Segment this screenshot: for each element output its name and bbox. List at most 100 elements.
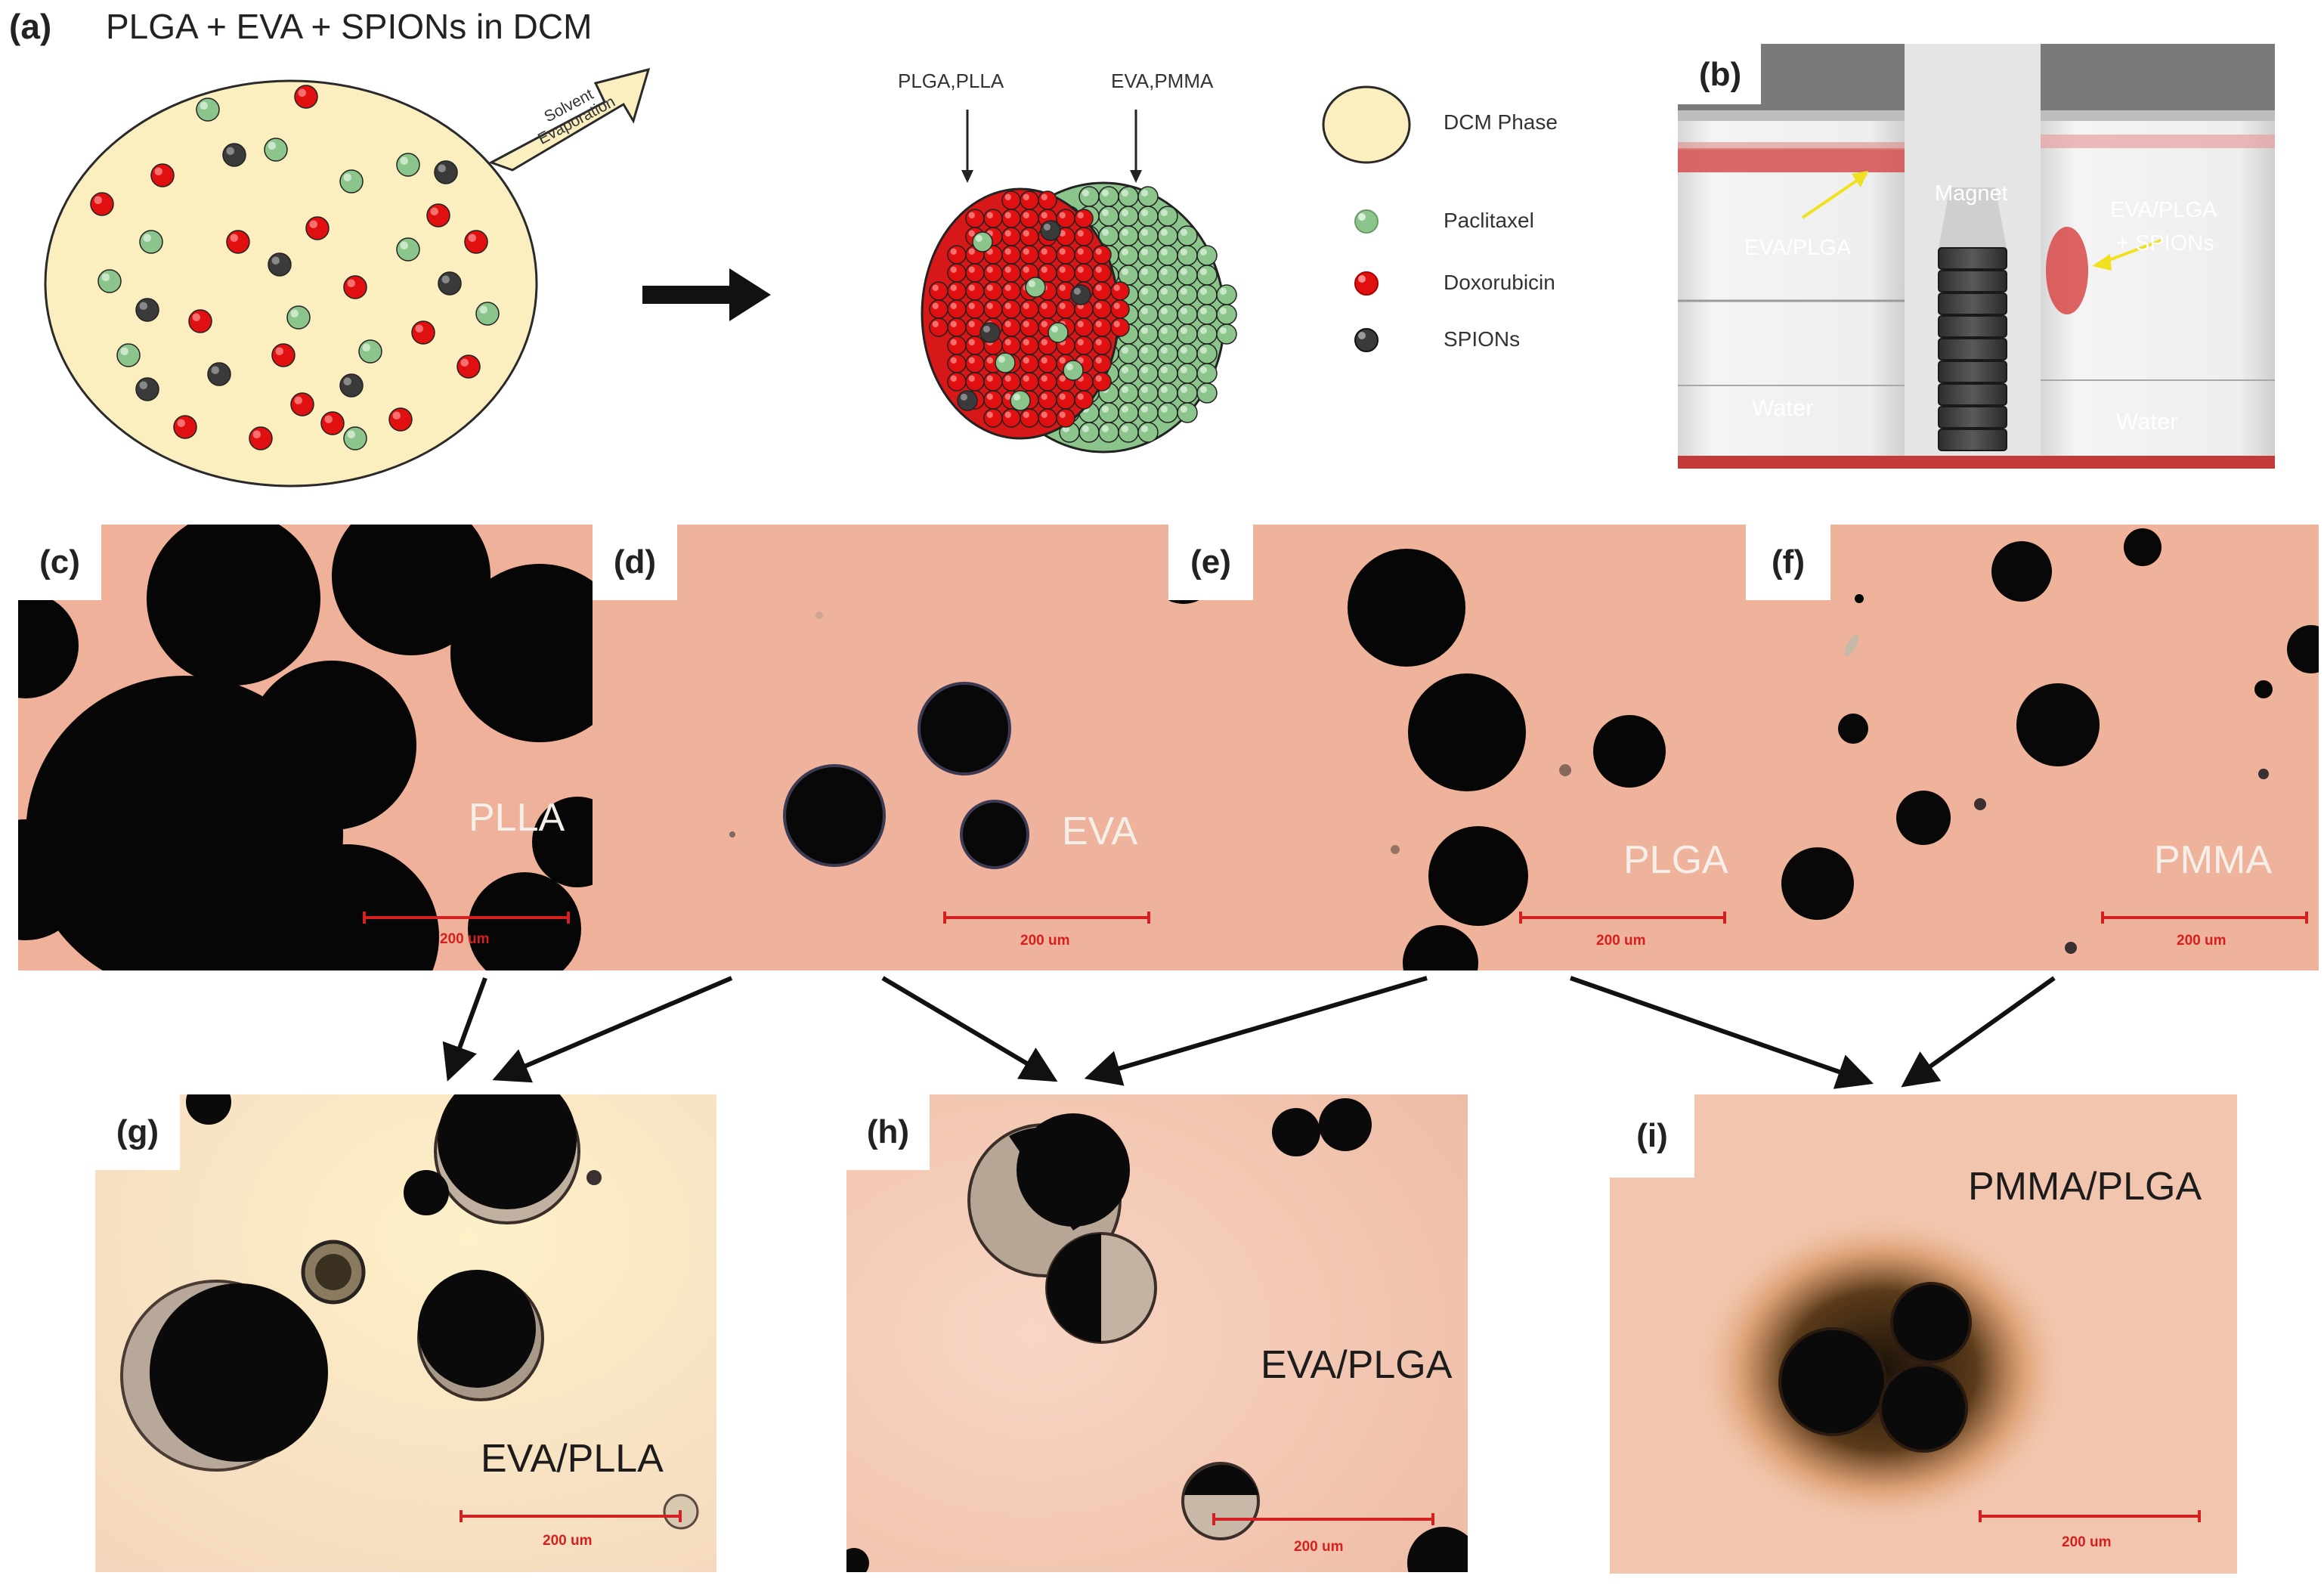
doxorubicin-particle: [1056, 245, 1075, 265]
doxorubicin-particle: [983, 281, 1003, 301]
paclitaxel-particle: [1078, 422, 1100, 443]
doxorubicin-particle: [947, 317, 967, 337]
paclitaxel-particle: [1137, 323, 1159, 345]
spion-particle: [207, 362, 231, 386]
doxorubicin-particle: [965, 299, 985, 319]
paclitaxel-particle: [1177, 382, 1198, 404]
paclitaxel-particle: [1157, 245, 1178, 266]
combination-arrows: [442, 976, 2056, 1089]
particle-left-label: PLGA,PLLA: [898, 70, 1004, 92]
doxorubicin-particle: [290, 392, 314, 416]
paclitaxel-particle: [1157, 323, 1178, 345]
micrograph-g: [95, 1094, 716, 1572]
solvent-evaporation-arrow: [488, 67, 651, 172]
doxorubicin-particle: [965, 354, 985, 373]
paclitaxel-particle: [1196, 265, 1218, 286]
paclitaxel-particle: [1157, 363, 1178, 384]
doxorubicin-particle: [1001, 281, 1021, 301]
paclitaxel-particle: [1196, 382, 1218, 404]
paclitaxel-particle: [1137, 206, 1159, 227]
doxorubicin-particle: [983, 299, 1003, 319]
doxorubicin-particle: [1001, 263, 1021, 283]
paclitaxel-particle: [1196, 363, 1218, 384]
paclitaxel-particle: [1137, 382, 1159, 404]
paclitaxel-particle: [1177, 265, 1198, 286]
spion-particle: [434, 160, 458, 184]
spion-particle: [1070, 284, 1091, 305]
doxorubicin-particle: [1020, 317, 1039, 337]
paclitaxel-particle: [1137, 225, 1159, 246]
doxorubicin-particle: [1020, 336, 1039, 355]
doxorubicin-particle: [1092, 245, 1112, 265]
doxorubicin-particle: [1001, 209, 1021, 228]
spion-particle: [957, 390, 978, 411]
paclitaxel-particle: [1025, 277, 1046, 298]
magnet-disc: [1938, 406, 2007, 429]
doxorubicin-particle: [965, 281, 985, 301]
doxorubicin-particle: [965, 372, 985, 392]
doxorubicin-particle: [965, 336, 985, 355]
paclitaxel-particle: [1078, 186, 1100, 207]
spion-particle: [339, 373, 364, 398]
paclitaxel-particle: [264, 138, 288, 162]
micrograph-i-tag: (i): [1636, 1117, 1668, 1154]
micrograph-d-scale: 200 um: [1020, 933, 1070, 949]
doxorubicin-particle: [1092, 354, 1112, 373]
magnet-disc: [1938, 247, 2007, 270]
doxorubicin-particle: [271, 343, 296, 367]
doxorubicin-particle: [947, 372, 967, 392]
doxorubicin-particle: [1056, 408, 1075, 428]
micrograph-c-scale: 200 um: [440, 931, 490, 947]
paclitaxel-particle: [1137, 363, 1159, 384]
spion-particle: [1040, 220, 1061, 241]
doxorubicin-particle: [1020, 408, 1039, 428]
paclitaxel-particle: [1216, 284, 1237, 305]
doxorubicin-particle: [1074, 317, 1094, 337]
doxorubicin-particle: [947, 336, 967, 355]
paclitaxel-particle: [1137, 402, 1159, 423]
paclitaxel-particle: [1118, 206, 1139, 227]
doxorubicin-particle: [1020, 227, 1039, 246]
paclitaxel-particle: [1137, 186, 1159, 207]
water-right-label: Water: [2116, 408, 2178, 435]
paclitaxel-particle: [1157, 304, 1178, 325]
micrograph-d-name: EVA: [1062, 809, 1138, 853]
micrograph-f-name: PMMA: [2154, 838, 2272, 882]
doxorubicin-particle: [1092, 263, 1112, 283]
vial-photo: [1678, 44, 2275, 469]
paclitaxel-particle: [339, 169, 364, 193]
micrograph-g-tag: (g): [116, 1113, 159, 1150]
doxorubicin-particle: [1056, 299, 1075, 319]
doxorubicin-particle: [1074, 263, 1094, 283]
micrograph-f-tag: (f): [1746, 525, 1830, 600]
micrograph-g-name: EVA/PLLA: [481, 1437, 664, 1481]
paclitaxel-particle: [1137, 422, 1159, 443]
doxorubicin-particle: [320, 411, 345, 435]
paclitaxel-particle: [475, 302, 500, 326]
micrograph-e-name: PLGA: [1623, 838, 1728, 882]
dcm-droplet-diagram: [44, 67, 771, 488]
paclitaxel-particle: [1157, 206, 1178, 227]
doxorubicin-particle: [1074, 336, 1094, 355]
micrograph-c-tag: (c): [18, 525, 101, 600]
paclitaxel-particle: [286, 305, 311, 330]
paclitaxel-particle: [1137, 284, 1159, 305]
doxorubicin-particle: [1074, 227, 1094, 246]
doxorubicin-particle: [1074, 209, 1094, 228]
paclitaxel-particle: [1137, 265, 1159, 286]
magnet-disc: [1938, 293, 2007, 315]
magnet-disc: [1938, 383, 2007, 406]
doxorubicin-particle: [1038, 299, 1057, 319]
micrograph-e: [1168, 525, 1746, 970]
doxorubicin-particle: [983, 209, 1003, 228]
doxorubicin-particle: [1074, 390, 1094, 410]
doxorubicin-particle: [294, 85, 318, 109]
paclitaxel-particle: [1196, 323, 1218, 345]
paclitaxel-particle: [1216, 323, 1237, 345]
legend-symbols: [1322, 85, 1411, 352]
doxorubicin-particle: [1020, 245, 1039, 265]
doxorubicin-particle: [188, 309, 212, 333]
paclitaxel-particle: [139, 230, 163, 254]
doxorubicin-particle: [947, 281, 967, 301]
doxorubicin-particle: [1001, 190, 1021, 210]
